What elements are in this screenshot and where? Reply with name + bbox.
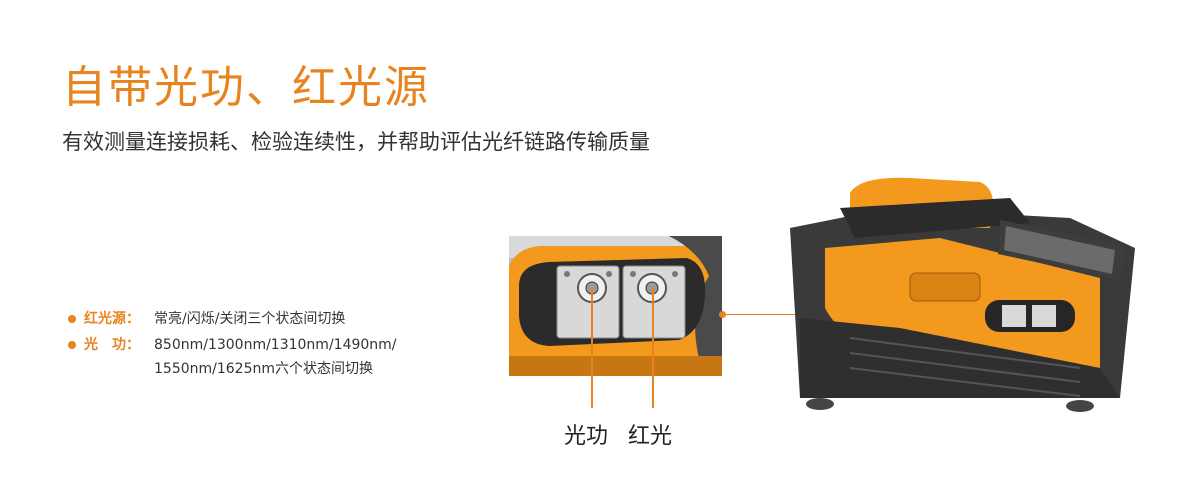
fusion-splicer-image	[780, 168, 1140, 418]
feature-text: 常亮/闪烁/关闭三个状态间切换	[154, 311, 346, 327]
page-subtitle: 有效测量连接损耗、检验连续性，并帮助评估光纤链路传输质量	[62, 130, 650, 154]
bullet-icon	[68, 341, 76, 349]
callout-label-power: 光功	[564, 424, 609, 449]
callout-label-red: 红光	[628, 424, 673, 449]
feature-label: 光 功：	[84, 337, 140, 353]
port-closeup-image	[509, 236, 722, 376]
feature-text-continuation: 1550nm/1625nm六个状态间切换	[154, 361, 373, 377]
callout-line-power	[591, 288, 593, 408]
page-title: 自带光功、红光源	[62, 62, 430, 113]
feature-text: 850nm/1300nm/1310nm/1490nm/	[154, 337, 397, 353]
bullet-icon	[68, 315, 76, 323]
feature-label: 红光源：	[84, 311, 140, 327]
callout-line-red	[652, 288, 654, 408]
